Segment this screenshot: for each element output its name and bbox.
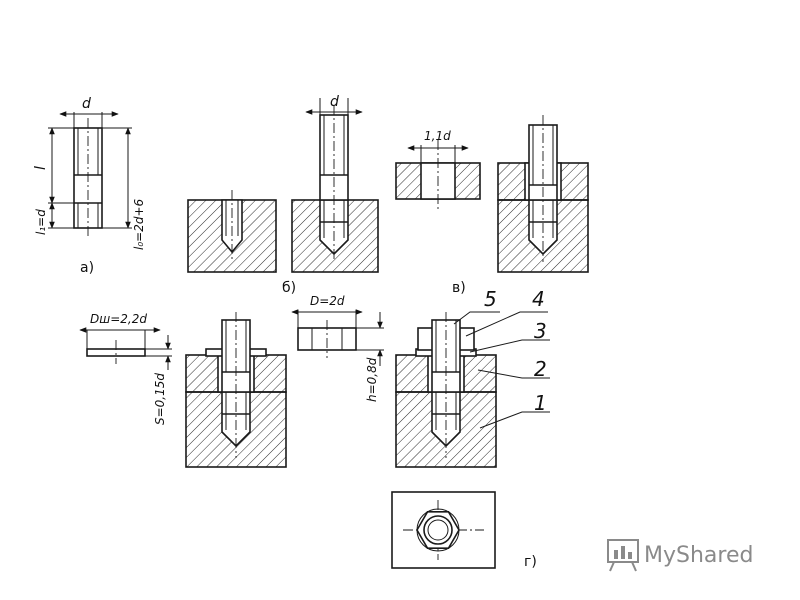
view-b-stud-installed: d б) xyxy=(282,94,379,296)
dim-a-l1: l₁=d xyxy=(34,209,48,235)
part-number-1: 1 xyxy=(534,391,547,415)
caption-v: в) xyxy=(452,280,466,296)
caption-b: б) xyxy=(282,280,296,296)
assembly-with-washer xyxy=(185,312,287,468)
dim-nut-D: D=2d xyxy=(310,294,345,308)
watermark-text: MyShared xyxy=(644,543,753,568)
dim-washer-S: S=0,15d xyxy=(153,373,167,425)
view-v-assembly: в) xyxy=(452,115,589,296)
part-number-4: 4 xyxy=(532,287,545,311)
presentation-board-icon xyxy=(607,539,639,572)
part-number-3: 3 xyxy=(534,319,547,343)
view-b-tapped-hole xyxy=(187,190,277,273)
washer-drawing: Dш=2,2d S=0,15d xyxy=(79,312,172,425)
dim-a-d: d xyxy=(82,96,91,112)
view-g-top-view: г) xyxy=(391,491,537,570)
view-v-clamped-part: 1,1d xyxy=(395,129,481,210)
view-a-stud: d l l₁=d l₀=2d+6 а) xyxy=(33,96,146,276)
dim-washer-D: Dш=2,2d xyxy=(90,312,147,326)
dim-a-l0: l₀=2d+6 xyxy=(132,198,146,250)
caption-a: а) xyxy=(80,260,94,276)
final-assembly: 5 4 3 2 1 xyxy=(395,287,550,468)
part-number-5: 5 xyxy=(484,287,497,311)
dim-b-d: d xyxy=(330,94,339,110)
caption-g: г) xyxy=(524,554,537,570)
part-number-2: 2 xyxy=(534,357,547,381)
dim-a-l: l xyxy=(33,166,49,170)
dim-nut-h: h=0,8d xyxy=(365,357,379,402)
nut-drawing: D=2d h=0,8d xyxy=(291,294,384,402)
watermark: MyShared xyxy=(607,539,753,572)
dim-v-d: 1,1d xyxy=(424,129,451,143)
